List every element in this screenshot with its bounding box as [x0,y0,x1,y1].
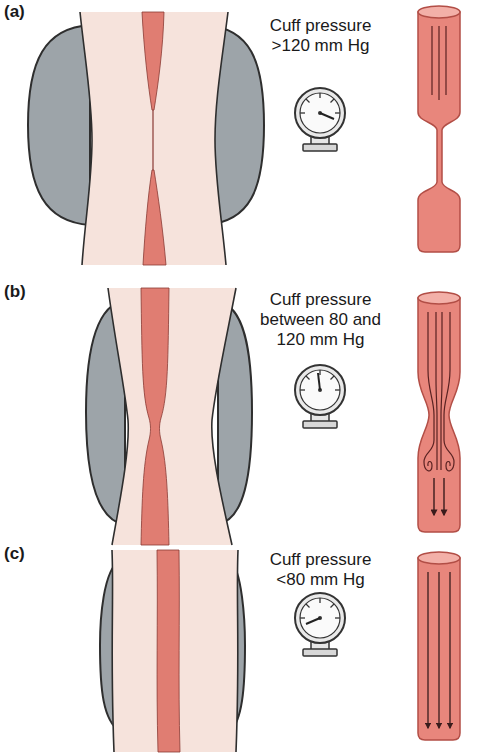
flow-arrow [449,572,450,728]
panel-c-vessel [418,552,460,740]
flow-lines [432,26,446,100]
artery [143,170,166,265]
panel-b-vessel [418,292,460,532]
tissue-edge [215,12,228,265]
panel-c-arm [100,550,245,752]
arm-tissue [108,288,236,545]
gauge-needle [306,618,320,624]
cuff-pressure-label: Cuff pressure >120 mm Hg [258,16,383,56]
collapsed-artery [152,110,153,170]
artery [141,288,169,545]
artery [157,550,180,752]
vessel-opening [418,552,460,564]
panel-letter: (b) [4,282,38,302]
pressure-gauge [295,365,345,428]
flow-arrow [427,572,428,728]
vessel-opening [418,292,460,304]
pressure-gauge [295,88,345,151]
tissue-edge [108,288,128,545]
panel-a-vessel [418,6,460,252]
tissue-edge [212,288,236,545]
gauge-needle [318,373,320,390]
panel-a-arm [28,12,264,265]
cuff-pad [28,25,90,225]
flow-arrow [443,478,444,515]
cuff-pressure-label: Cuff pressure <80 mm Hg [258,550,383,590]
flow-lines [424,312,454,471]
vessel-tube [418,298,460,532]
panel-letter: (c) [4,544,38,564]
artery [142,12,164,110]
vessel-tube [418,558,460,740]
cuff-pressure-label: Cuff pressure between 80 and 120 mm Hg [258,290,383,350]
arm-tissue [80,12,228,265]
tissue-edge [80,12,92,265]
vessel-opening [418,6,460,18]
tissue-edge [112,550,114,752]
vessel-tube [418,12,460,252]
gauge-needle [320,113,334,119]
tissue-edge [236,550,238,752]
panel-b-arm [86,288,252,545]
flow-arrow [438,572,439,728]
pressure-gauge [295,593,345,656]
panel-letter: (a) [4,2,38,22]
flow-arrow [433,478,434,515]
arm-tissue [112,550,238,752]
